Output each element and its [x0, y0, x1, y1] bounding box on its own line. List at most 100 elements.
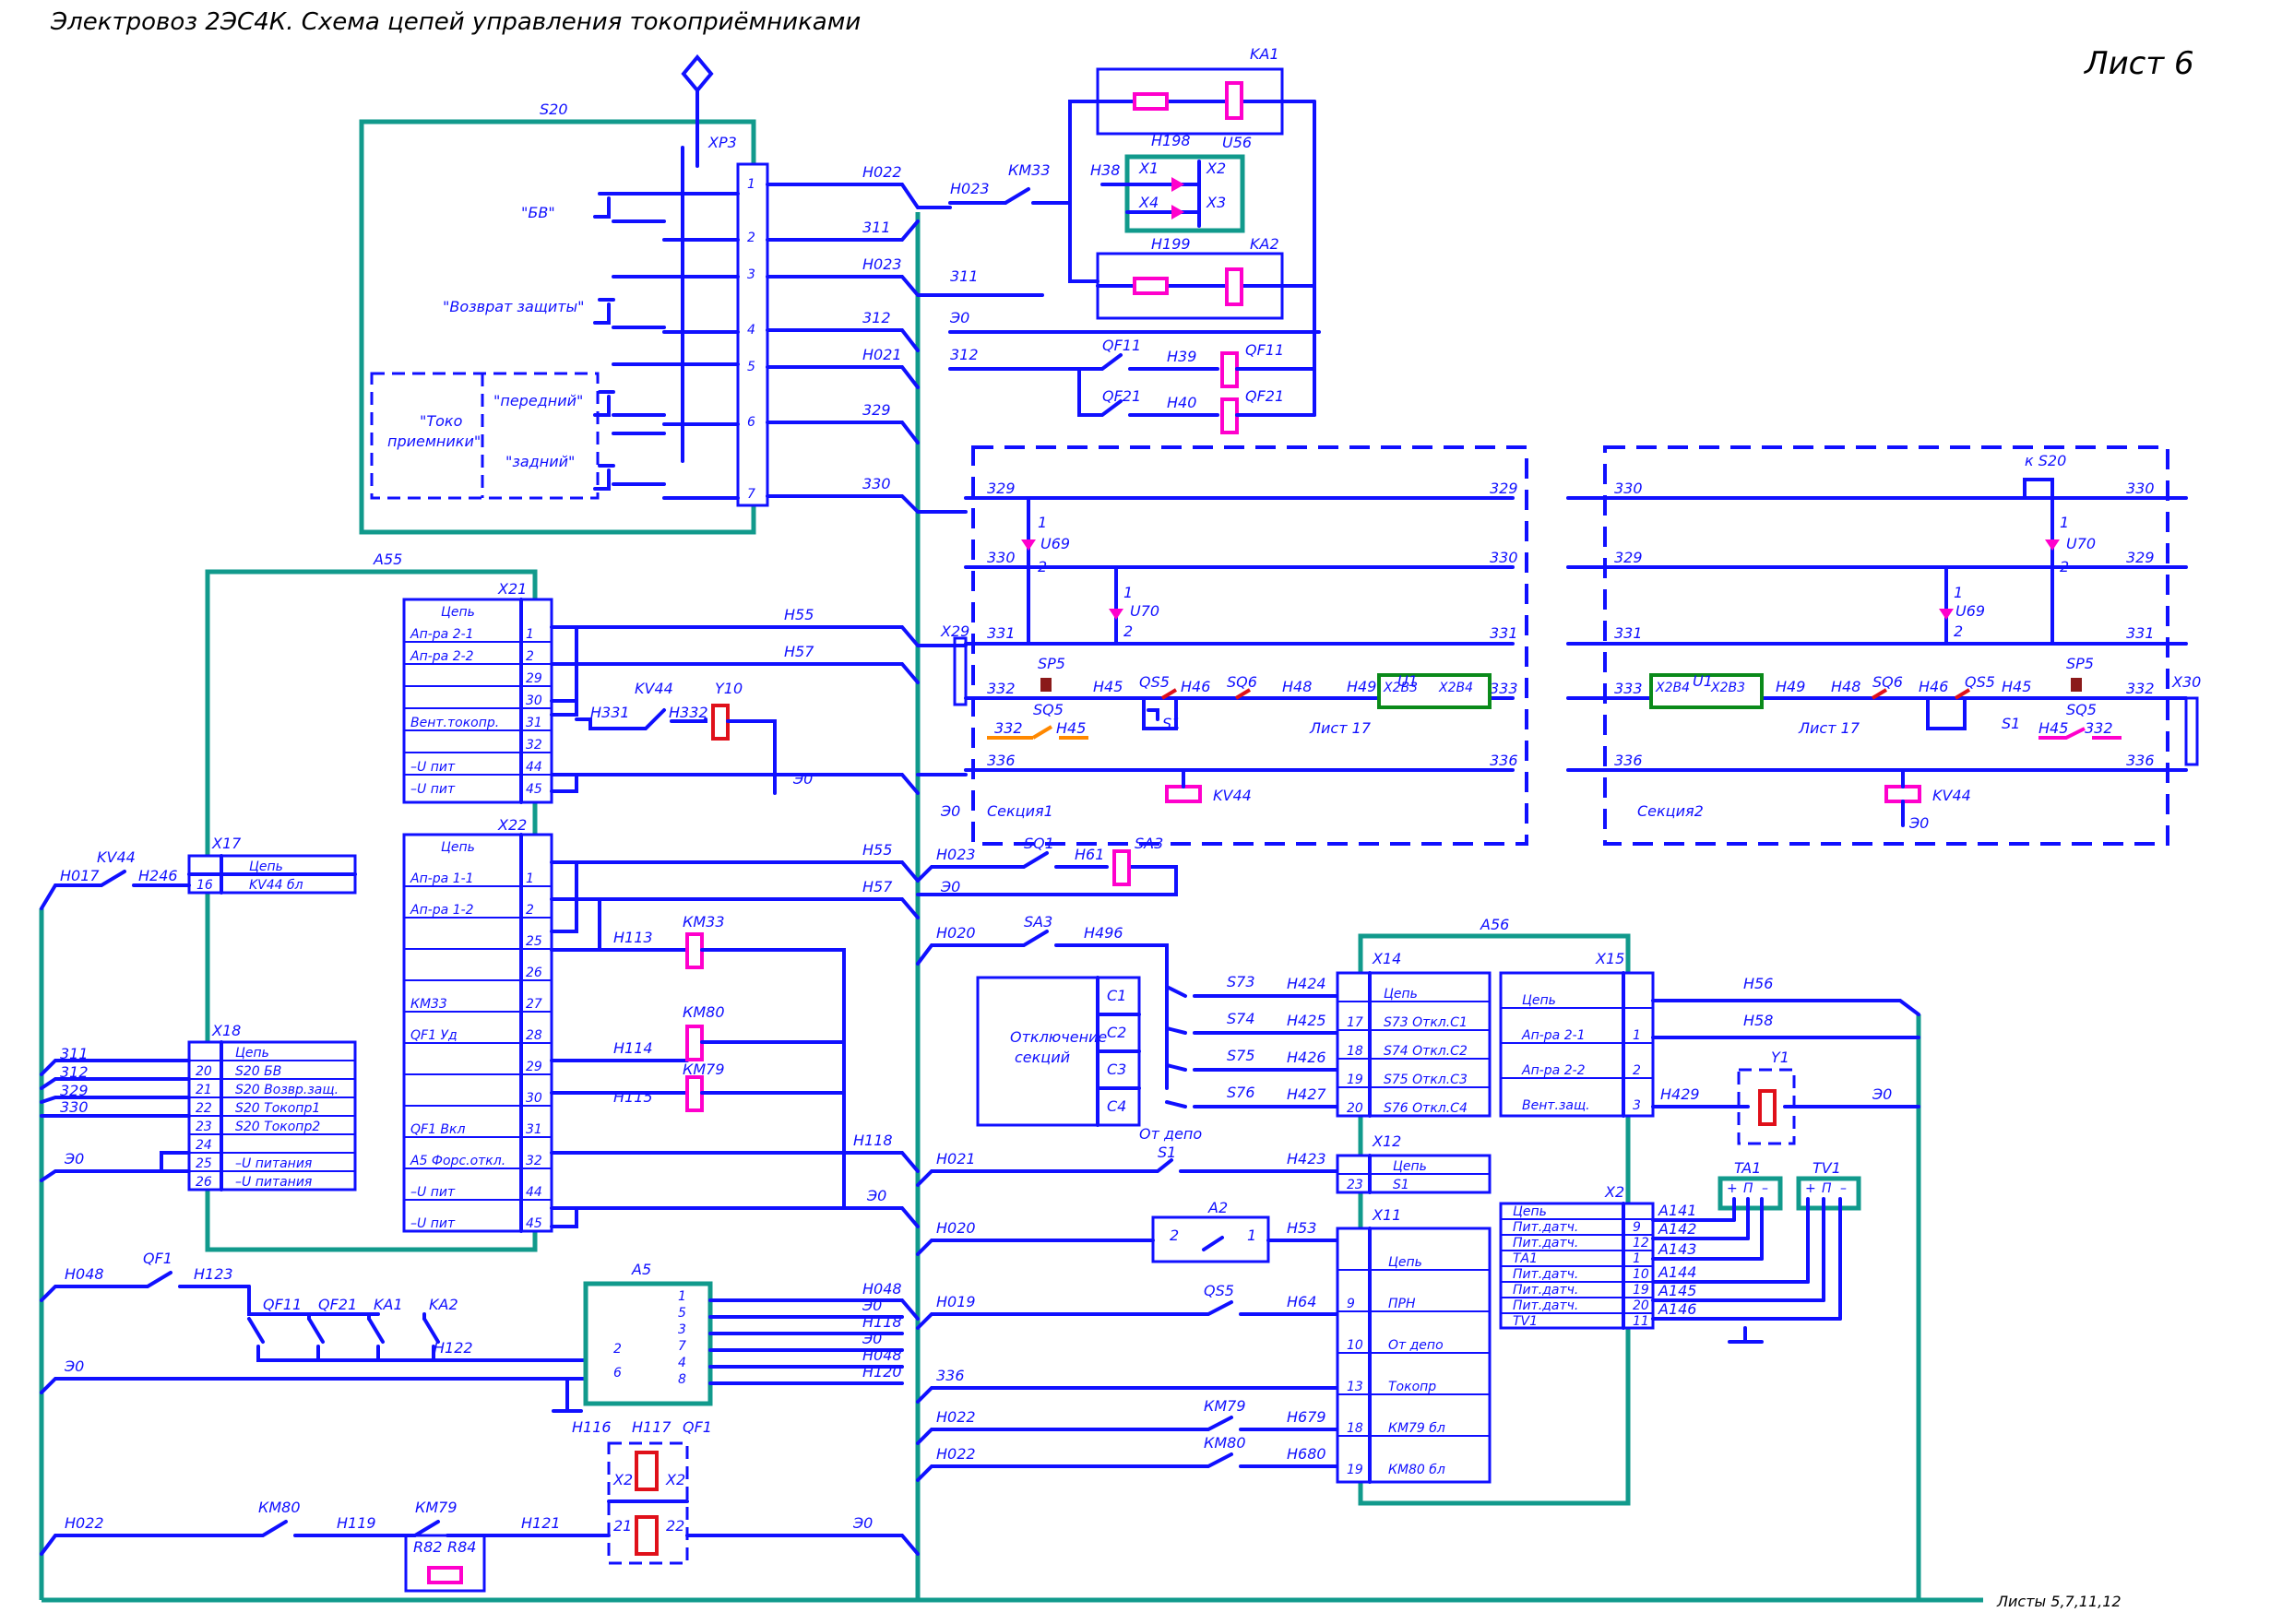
terminal-row-label: S20 Возвр.защ. — [235, 1083, 339, 1097]
svg-text:Н45: Н45 — [1093, 678, 1123, 695]
svg-text:1: 1 — [1247, 1227, 1256, 1244]
svg-text:Н121: Н121 — [521, 1514, 561, 1532]
svg-text:+: + — [1727, 1181, 1738, 1196]
terminal-row-label: КМ79 бл — [1388, 1421, 1445, 1436]
svg-text:X4: X4 — [1138, 194, 1159, 211]
svg-text:КМ80: КМ80 — [258, 1499, 301, 1516]
svg-text:312: 312 — [950, 346, 979, 363]
terminal-row-label: S1 — [1393, 1178, 1409, 1192]
terminal-row-label: КМ33 — [410, 997, 447, 1012]
terminal-row-label: Цепь — [235, 1046, 269, 1061]
svg-text:Н46: Н46 — [1181, 678, 1210, 695]
svg-text:"БВ": "БВ" — [521, 204, 555, 221]
svg-text:311: 311 — [950, 267, 979, 285]
svg-text:Н022: Н022 — [936, 1445, 976, 1463]
terminal-pin-number: 2 — [1633, 1063, 1641, 1078]
svg-text:KA2: KA2 — [1250, 235, 1279, 253]
svg-text:329: 329 — [2126, 549, 2155, 566]
svg-text:Отключение: Отключение — [1010, 1028, 1107, 1046]
svg-text:Э0: Э0 — [64, 1150, 84, 1168]
svg-text:329: 329 — [1614, 549, 1643, 566]
terminal-pin-number: 32 — [526, 738, 542, 753]
svg-text:Н116: Н116 — [572, 1418, 612, 1436]
terminal-row-label: Ап-ра 2-2 — [1521, 1063, 1586, 1078]
svg-text:S20: S20 — [540, 101, 568, 118]
svg-text:Н57: Н57 — [784, 643, 814, 660]
svg-text:Н55: Н55 — [862, 841, 892, 859]
svg-text:Н019: Н019 — [936, 1293, 976, 1310]
svg-text:Н45: Н45 — [1056, 719, 1086, 737]
terminal-pin-number: 30 — [526, 693, 542, 708]
svg-text:Н120: Н120 — [862, 1363, 902, 1381]
a56-right-wires: Н56 Н58 Н429 Э0 Y1 TA1 + П – TV1 + П – А… — [1651, 975, 1920, 1344]
terminal-row-label: S73 Откл.С1 — [1384, 1015, 1468, 1030]
terminal-row-label: Цепь — [1384, 987, 1418, 1002]
terminal-pin-number: 11 — [1633, 1314, 1649, 1329]
terminal-pin-number: 10 — [1633, 1267, 1649, 1282]
svg-text:7: 7 — [747, 487, 755, 502]
terminal-pin-number: 1 — [526, 627, 534, 642]
svg-text:4: 4 — [747, 323, 755, 338]
svg-text:330: 330 — [60, 1098, 89, 1116]
svg-text:KA1: KA1 — [374, 1296, 403, 1313]
svg-text:КМ80: КМ80 — [683, 1003, 725, 1021]
svg-text:Н246: Н246 — [138, 867, 178, 884]
svg-text:S74: S74 — [1227, 1010, 1255, 1027]
svg-text:KV44: KV44 — [1932, 787, 1971, 804]
svg-text:332: 332 — [994, 719, 1023, 737]
svg-text:336: 336 — [1614, 752, 1643, 769]
svg-text:Y10: Y10 — [715, 680, 743, 697]
svg-text:+: + — [1805, 1181, 1816, 1196]
svg-text:Э0: Э0 — [64, 1357, 84, 1375]
svg-text:TV1: TV1 — [1813, 1159, 1841, 1177]
svg-text:U70: U70 — [1130, 602, 1159, 620]
svg-text:Н048: Н048 — [65, 1265, 104, 1283]
terminal-pin-number: 27 — [526, 997, 542, 1012]
terminal-row-label: –U пит — [410, 760, 456, 775]
svg-text:Y1: Y1 — [1771, 1049, 1789, 1066]
svg-text:2: 2 — [613, 1342, 622, 1357]
svg-text:X2B3: X2B3 — [1710, 681, 1745, 695]
svg-text:329: 329 — [1490, 480, 1518, 497]
terminal-pin-number: 19 — [1347, 1463, 1363, 1477]
svg-text:А141: А141 — [1658, 1202, 1696, 1219]
svg-text:секций: секций — [1015, 1049, 1070, 1066]
svg-text:Н113: Н113 — [613, 929, 653, 946]
svg-text:311: 311 — [60, 1045, 89, 1062]
svg-text:Н118: Н118 — [862, 1313, 902, 1331]
svg-text:C2: C2 — [1107, 1024, 1126, 1041]
svg-text:C3: C3 — [1107, 1061, 1126, 1078]
terminal-pin-number: 29 — [526, 671, 542, 686]
svg-text:Н022: Н022 — [65, 1514, 104, 1532]
terminal-pin-number: 1 — [1633, 1251, 1641, 1266]
svg-text:Н46: Н46 — [1919, 678, 1948, 695]
svg-text:331: 331 — [2126, 624, 2155, 642]
svg-text:330: 330 — [987, 549, 1016, 566]
svg-text:QF11: QF11 — [1245, 341, 1284, 359]
terminal-row-label: Пит.датч. — [1513, 1220, 1578, 1235]
terminal-row-label: А5 Форс.откл. — [410, 1154, 505, 1168]
svg-text:КМ33: КМ33 — [1008, 161, 1051, 179]
svg-text:А146: А146 — [1658, 1300, 1696, 1318]
svg-text:X2B4: X2B4 — [1438, 681, 1473, 695]
svg-text:Н425: Н425 — [1287, 1012, 1326, 1029]
svg-text:331: 331 — [1614, 624, 1643, 642]
terminal-pin-number: 28 — [526, 1028, 542, 1043]
svg-text:Н53: Н53 — [1287, 1219, 1316, 1237]
svg-text:S73: S73 — [1227, 973, 1255, 990]
svg-text:336: 336 — [987, 752, 1016, 769]
svg-text:S75: S75 — [1227, 1047, 1255, 1064]
svg-text:A5: A5 — [631, 1261, 651, 1278]
svg-text:Н023: Н023 — [862, 255, 902, 273]
svg-text:332: 332 — [987, 680, 1016, 697]
terminal-pin-number: 29 — [526, 1060, 542, 1074]
svg-text:SQ6: SQ6 — [1872, 673, 1903, 691]
terminal-pin-number: 13 — [1347, 1380, 1363, 1394]
svg-text:Н48: Н48 — [1831, 678, 1860, 695]
svg-text:S1: S1 — [2002, 715, 2020, 732]
svg-text:SQ5: SQ5 — [1033, 701, 1064, 718]
svg-text:Н49: Н49 — [1347, 678, 1376, 695]
terminal-row-label: S20 Токопр1 — [235, 1101, 320, 1116]
